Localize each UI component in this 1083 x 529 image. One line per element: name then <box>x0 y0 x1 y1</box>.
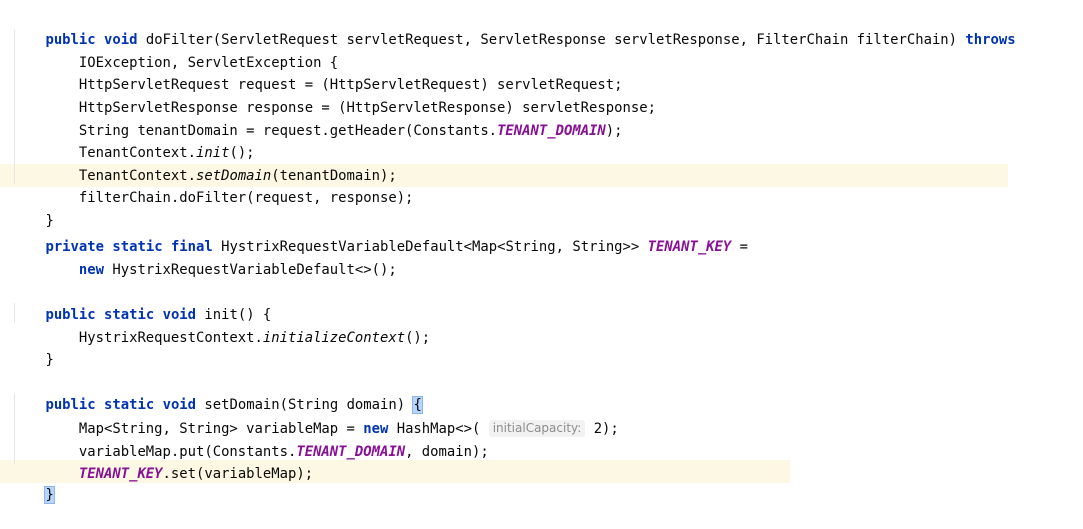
matched-brace: } <box>44 485 55 504</box>
indent-guide <box>14 394 15 464</box>
constant-reference: TENANT_DOMAIN <box>296 443 406 460</box>
keyword: static <box>104 396 155 413</box>
code-text: TenantContext. <box>45 144 196 161</box>
code-text: = <box>731 238 749 255</box>
keyword: new <box>78 261 104 278</box>
caret-line-highlight-end <box>0 460 790 483</box>
code-text: init() { <box>196 306 272 323</box>
code-line[interactable]: HttpServletResponse response = (HttpServ… <box>12 74 656 116</box>
keyword: public <box>45 306 96 323</box>
keyword: private <box>45 238 104 255</box>
keyword: static <box>112 238 163 255</box>
code-text: HashMap<>( <box>388 420 489 437</box>
code-text: } <box>45 351 54 368</box>
code-text <box>45 262 78 278</box>
code-line[interactable]: HttpServletRequest request = (HttpServle… <box>12 51 623 93</box>
code-text: HttpServletResponse response = (HttpServ… <box>45 99 656 116</box>
code-line[interactable] <box>12 349 45 372</box>
constant-reference: TENANT_KEY <box>647 238 732 255</box>
code-line[interactable]: HystrixRequestContext.initializeContext(… <box>12 304 430 346</box>
code-text: doFilter(ServletRequest servletRequest, … <box>137 31 966 48</box>
keyword: public <box>45 396 96 413</box>
code-line[interactable] <box>12 258 45 281</box>
code-text: String tenantDomain = request.getHeader(… <box>45 122 498 139</box>
code-line[interactable]: Map<String, String> variableMap = new Ha… <box>12 395 619 437</box>
code-text: (); <box>405 329 431 346</box>
code-text: (tenantDomain); <box>271 167 397 184</box>
code-line[interactable]: public static void init() { <box>12 281 271 323</box>
code-editor[interactable]: public void doFilter(ServletRequest serv… <box>0 0 1083 504</box>
static-method-call: init <box>196 144 230 161</box>
code-text: filterChain.doFilter(request, response); <box>45 189 414 206</box>
code-line[interactable]: private static final HystrixRequestVaria… <box>12 213 748 255</box>
code-text: HttpServletRequest request = (HttpServle… <box>45 76 623 93</box>
code-line[interactable]: } <box>12 187 53 229</box>
code-line[interactable]: String tenantDomain = request.getHeader(… <box>12 97 623 139</box>
code-text: IOException, ServletException { <box>45 54 339 71</box>
keyword: new <box>363 420 389 437</box>
code-text: } <box>45 212 54 229</box>
code-text: (); <box>229 144 255 161</box>
indent-guide <box>14 30 15 184</box>
code-line[interactable]: } <box>12 326 53 368</box>
keyword: void <box>162 306 197 323</box>
static-method-call: setDomain <box>196 167 272 184</box>
static-method-call: initializeContext <box>262 329 406 346</box>
code-text: HystrixRequestContext. <box>45 329 263 346</box>
code-line[interactable]: TENANT_KEY.set(variableMap); <box>12 440 313 482</box>
code-text: setDomain(String domain) <box>196 396 414 413</box>
code-text: Map<String, String> variableMap = <box>45 420 364 437</box>
code-text: TenantContext. <box>45 167 196 184</box>
constant-reference: TENANT_DOMAIN <box>497 122 606 139</box>
code-text: variableMap.put(Constants. <box>45 443 297 460</box>
keyword: final <box>170 238 213 255</box>
keyword: public <box>45 31 96 48</box>
code-line[interactable]: TenantContext.setDomain(tenantDomain); <box>12 142 397 184</box>
keyword: void <box>104 31 138 48</box>
code-text: ); <box>605 122 623 139</box>
code-text: , domain); <box>405 443 489 460</box>
code-line[interactable]: filterChain.doFilter(request, response); <box>12 164 414 206</box>
code-line[interactable]: TenantContext.init(); <box>12 119 255 161</box>
code-text: 2); <box>585 420 619 437</box>
code-text: .set(variableMap); <box>162 465 314 482</box>
code-line[interactable]: public static void setDomain(String doma… <box>12 371 423 414</box>
code-line[interactable]: new HystrixRequestVariableDefault<>(); <box>12 236 397 278</box>
indent-guide <box>14 303 15 323</box>
code-line[interactable]: public void doFilter(ServletRequest serv… <box>12 6 1015 48</box>
code-line[interactable]: } <box>12 461 55 504</box>
constant-reference: TENANT_KEY <box>78 465 163 482</box>
keyword: void <box>162 396 197 413</box>
caret-line-highlight <box>0 164 1008 187</box>
code-line[interactable]: IOException, ServletException { <box>12 29 338 71</box>
code-text: HystrixRequestVariableDefault<Map<String… <box>212 238 648 255</box>
keyword: throws <box>965 31 1016 48</box>
matched-brace: { <box>412 395 423 414</box>
keyword: static <box>104 306 155 323</box>
code-line[interactable]: variableMap.put(Constants.TENANT_DOMAIN,… <box>12 418 489 460</box>
parameter-hint: initialCapacity: <box>488 419 586 437</box>
code-text: HystrixRequestVariableDefault<>(); <box>104 261 397 278</box>
